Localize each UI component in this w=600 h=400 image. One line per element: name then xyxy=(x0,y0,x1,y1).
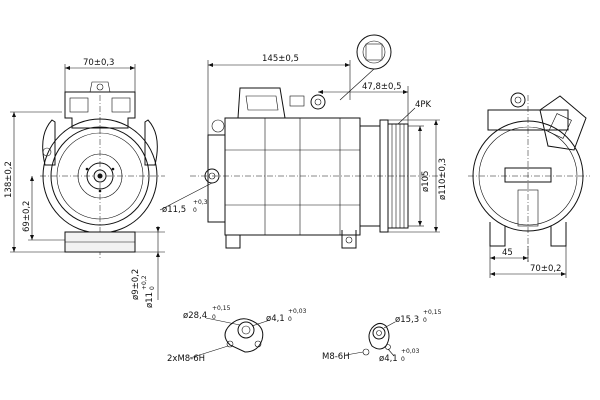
port1-d-tol2-label: 0 xyxy=(212,314,216,321)
port2-d-tol2-label: 0 xyxy=(423,317,427,324)
port1-pin-tol-label: +0,03 xyxy=(288,308,307,315)
rear-view: 45 70±0,2 xyxy=(468,92,590,278)
mid-d105-label: ø105 xyxy=(421,171,431,192)
port2-thread-label: M8-6H xyxy=(322,352,350,362)
side-view: 145±0,5 47,8±0,5 4PK ø105 ø110±0,3 ø11,5… xyxy=(159,34,448,249)
left-d11-tol-label: +0,2 xyxy=(141,275,148,290)
port1-d-label: ø28,4 xyxy=(183,311,207,321)
mid-d110-label: ø110±0,3 xyxy=(438,158,448,200)
port2-pin-tol2-label: 0 xyxy=(401,356,405,363)
port2-d-label: ø15,3 xyxy=(395,315,419,325)
front-view: 70±0,3 138±0,2 69±0,2 ø9±0,2 ø11 +0,2 0 xyxy=(4,58,165,308)
left-top-width-label: 70±0,3 xyxy=(83,58,114,68)
port2-pin-tol-label: +0,03 xyxy=(401,348,420,355)
left-d9-label: ø9±0,2 xyxy=(131,269,141,300)
port-detail-2: ø15,3 +0,15 0 M8-6H ø4,1 +0,03 0 xyxy=(322,309,442,364)
mid-hole-tol-label: +0,3 xyxy=(193,199,208,206)
port1-pin-tol2-label: 0 xyxy=(288,316,292,323)
left-height-axis-label: 69±0,2 xyxy=(22,201,32,232)
right-70-label: 70±0,2 xyxy=(530,264,561,274)
right-45-label: 45 xyxy=(502,248,513,258)
port1-pin-label: ø4,1 xyxy=(266,314,285,324)
left-d11-tol2-label: 0 xyxy=(149,286,156,290)
port2-pin-label: ø4,1 xyxy=(379,354,398,364)
mid-offset-label: 47,8±0,5 xyxy=(362,82,402,92)
port1-d-tol-label: +0,15 xyxy=(212,305,231,312)
port1-thread-label: 2xM8-6H xyxy=(167,354,205,364)
left-height-total-label: 138±0,2 xyxy=(4,161,14,198)
port2-d-tol-label: +0,15 xyxy=(423,309,442,316)
mid-belt-label: 4PK xyxy=(415,100,432,110)
mid-hole-tol2-label: 0 xyxy=(193,207,197,214)
mid-hole-label: ø11,5 xyxy=(162,205,186,215)
left-d11-label: ø11 xyxy=(145,292,155,308)
port-detail-1: ø28,4 +0,15 0 ø4,1 +0,03 0 2xM8-6H xyxy=(167,305,307,364)
mid-length-label: 145±0,5 xyxy=(262,54,299,64)
